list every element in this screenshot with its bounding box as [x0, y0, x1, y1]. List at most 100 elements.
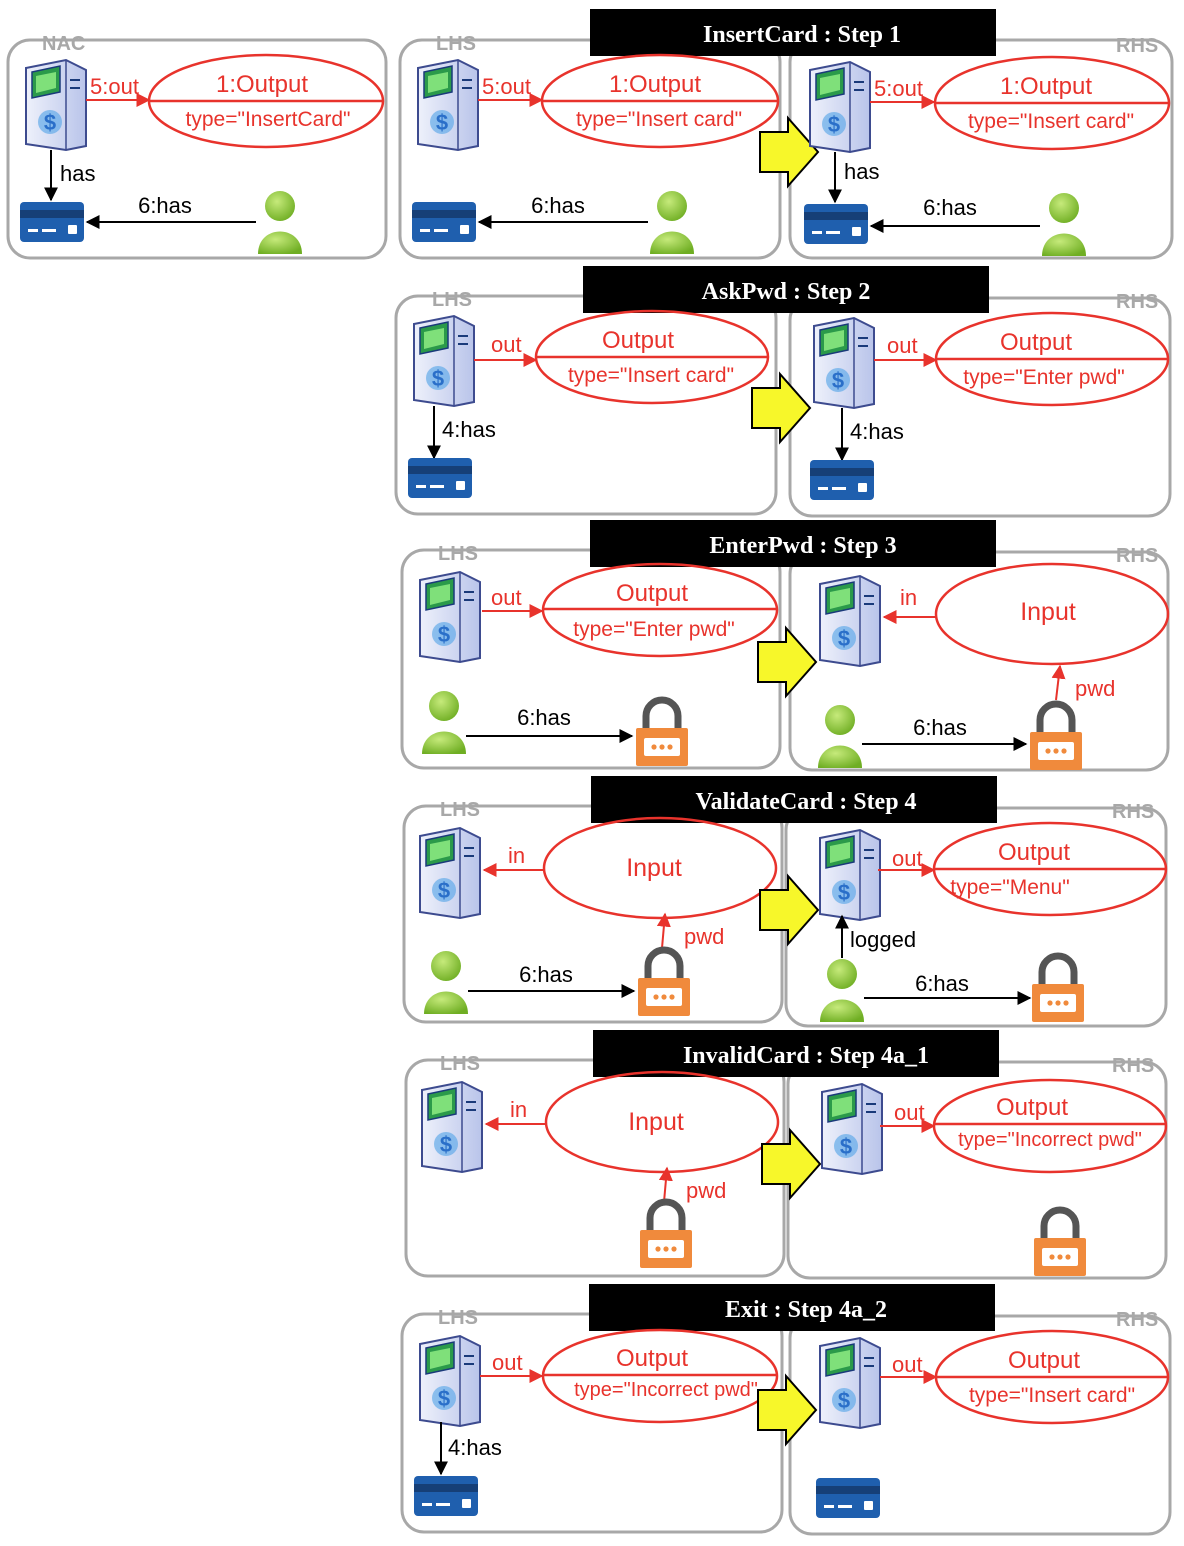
atm-icon	[813, 317, 875, 409]
input-name: Input	[1020, 598, 1076, 626]
rule-title-banner	[591, 776, 997, 823]
has-edge-label: 4:has	[448, 1435, 502, 1460]
output-name: Output	[616, 580, 688, 607]
output-name: 1:Output	[1000, 73, 1092, 100]
output-name: Output	[996, 1094, 1068, 1121]
out-edge-label: out	[492, 1350, 523, 1375]
rhs-label: RHS	[1112, 1055, 1154, 1077]
lhs-label: LHS	[436, 33, 476, 55]
person-has-edge-label: 6:has	[138, 193, 192, 218]
rule-exit: LHS RHS Exit : Step 4a_2 Output type="In…	[400, 1284, 1172, 1536]
rule-insertcard: LHS RHS InsertCard : Step 1 1:Output typ…	[398, 9, 1174, 260]
in-edge-label: in	[508, 843, 525, 868]
person-has-edge-label: 6:has	[923, 195, 977, 220]
rhs-label: RHS	[1116, 35, 1158, 57]
lhs-label: LHS	[440, 799, 480, 821]
credit-card-icon	[412, 202, 476, 242]
credit-card-icon	[20, 202, 84, 242]
rule-enterpwd: LHS RHS EnterPwd : Step 3 Output type="E…	[400, 520, 1170, 770]
output-name: Output	[1008, 1347, 1080, 1374]
person-has-edge-label: 6:has	[531, 193, 585, 218]
logged-edge-label: logged	[850, 927, 916, 952]
atm-icon	[413, 315, 475, 407]
rule-invalidcard: LHS RHS InvalidCard : Step 4a_1 Input in…	[404, 1030, 1168, 1280]
output-type: type="Insert card"	[969, 1384, 1135, 1407]
atm-icon	[421, 1081, 483, 1173]
in-edge-label: in	[900, 585, 917, 610]
atm-icon	[809, 61, 871, 153]
rhs-label: RHS	[1116, 1309, 1158, 1331]
rule-title-banner	[593, 1030, 999, 1077]
has-edge-label: 4:has	[850, 419, 904, 444]
out-edge-label: 5:out	[874, 76, 923, 101]
rule-title: EnterPwd : Step 3	[709, 533, 896, 559]
lhs-label: LHS	[438, 1307, 478, 1329]
rhs-label: RHS	[1112, 801, 1154, 823]
credit-card-icon	[408, 458, 472, 498]
atm-icon	[417, 59, 479, 151]
atm-icon	[419, 1335, 481, 1427]
pwd-edge-label: pwd	[684, 924, 724, 949]
out-edge-label: out	[491, 332, 522, 357]
output-type: type="Incorrect pwd"	[574, 1379, 758, 1401]
input-name: Input	[628, 1108, 684, 1136]
atm-icon	[821, 1083, 883, 1175]
rule-title: Exit : Step 4a_2	[725, 1297, 887, 1323]
person-has-edge-label: 6:has	[517, 705, 571, 730]
out-edge-label: out	[491, 585, 522, 610]
has-edge-label: has	[60, 161, 95, 186]
rule-title: ValidateCard : Step 4	[695, 789, 916, 815]
pwd-edge-label: pwd	[1075, 676, 1115, 701]
rhs-label: RHS	[1116, 291, 1158, 313]
has-edge-label: has	[844, 159, 879, 184]
output-type: type="Insert card"	[568, 364, 734, 387]
output-type: type="Menu"	[950, 876, 1069, 899]
person-has-edge-label: 6:has	[915, 971, 969, 996]
lhs-label: LHS	[440, 1053, 480, 1075]
nac-panel: NAC 1:Output type="InsertCard" 5:out has…	[6, 33, 388, 260]
atm-icon	[819, 575, 881, 667]
output-name: Output	[602, 327, 674, 354]
rhs-label: RHS	[1116, 545, 1158, 567]
out-edge-label: out	[892, 846, 923, 871]
atm-icon	[819, 1337, 881, 1429]
person-has-edge-label: 6:has	[913, 715, 967, 740]
rule-title: InvalidCard : Step 4a_1	[683, 1043, 929, 1069]
rule-title-banner	[590, 520, 996, 567]
out-edge-label: out	[894, 1100, 925, 1125]
output-name: Output	[998, 839, 1070, 866]
rule-title: InsertCard : Step 1	[703, 22, 901, 48]
rule-askpwd: LHS RHS AskPwd : Step 2 Output type="Ins…	[394, 266, 1172, 518]
atm-icon	[419, 571, 481, 663]
rule-validatecard: LHS RHS ValidateCard : Step 4 Input in p…	[402, 776, 1168, 1028]
rule-title: AskPwd : Step 2	[702, 279, 871, 305]
out-edge-label: out	[892, 1352, 923, 1377]
input-node	[934, 562, 1170, 666]
output-type: type="Enter pwd"	[573, 618, 734, 641]
output-type: type="Enter pwd"	[963, 366, 1124, 389]
rule-title-banner	[590, 9, 996, 56]
output-type: type="InsertCard"	[186, 108, 351, 131]
nac-label: NAC	[42, 33, 85, 55]
out-edge-label: 5:out	[90, 74, 139, 99]
pwd-edge-label: pwd	[686, 1178, 726, 1203]
atm-icon	[419, 827, 481, 919]
input-name: Input	[626, 854, 682, 882]
credit-card-icon	[804, 204, 868, 244]
output-name: 1:Output	[609, 71, 701, 98]
credit-card-icon	[810, 460, 874, 500]
person-has-edge-label: 6:has	[519, 962, 573, 987]
output-name: Output	[1000, 329, 1072, 356]
has-edge-label: 4:has	[442, 417, 496, 442]
rule-title-banner	[589, 1284, 995, 1331]
out-edge-label: out	[887, 333, 918, 358]
output-type: type="Incorrect pwd"	[958, 1129, 1142, 1151]
output-name: 1:Output	[216, 71, 308, 98]
atm-icon	[25, 59, 87, 151]
output-type: type="Insert card"	[968, 110, 1134, 133]
lhs-label: LHS	[432, 289, 472, 311]
rule-title-banner	[583, 266, 989, 313]
in-edge-label: in	[510, 1097, 527, 1122]
out-edge-label: 5:out	[482, 74, 531, 99]
